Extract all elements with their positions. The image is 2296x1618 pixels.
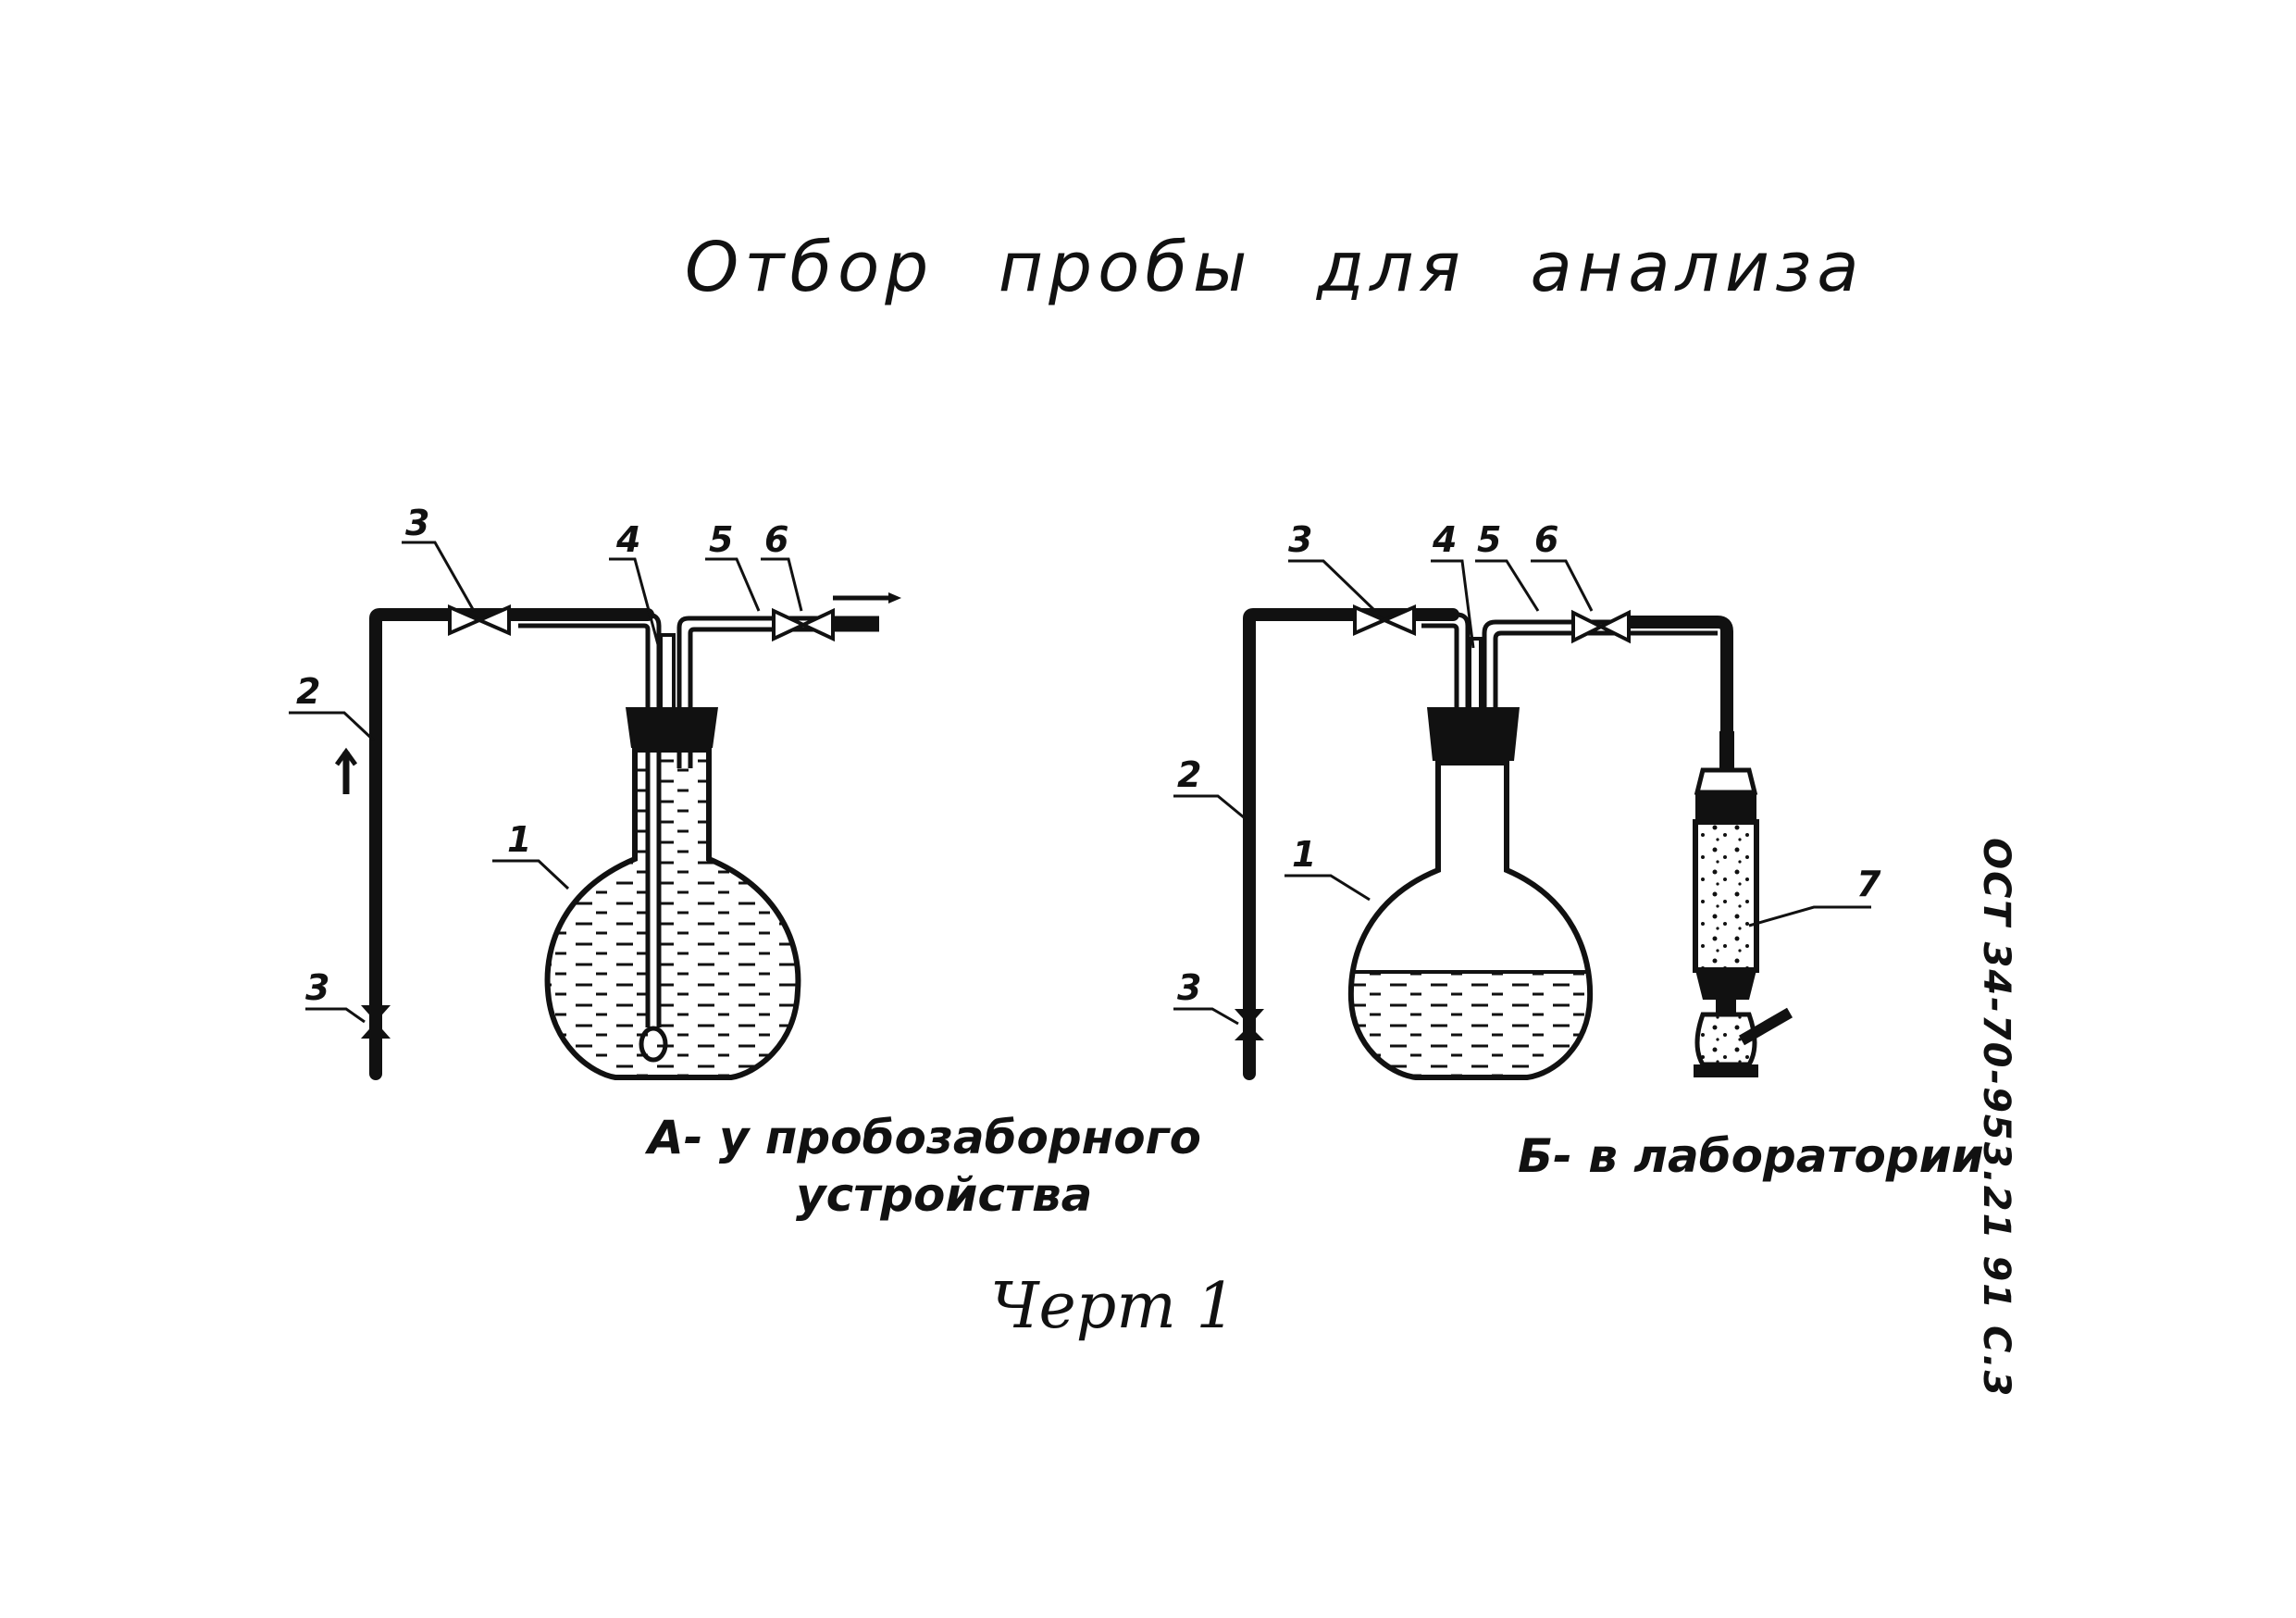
diagram-title: Отбор пробы для анализа (685, 228, 1865, 307)
valve-icon (1235, 1009, 1264, 1040)
callout-3-bottom-b: 3 (1177, 967, 1201, 1008)
valve-icon (448, 604, 511, 637)
flask-a (544, 747, 801, 1080)
callout-6-b: 6 (1534, 519, 1558, 560)
apparatus-a: 3 4 5 6 2 1 3 (289, 503, 901, 1080)
callout-1-b: 1 (1292, 834, 1316, 875)
stopper (626, 707, 718, 748)
document-code: ОСТ 34-70-953.21 91 С.3 (1975, 838, 2017, 1399)
valve-icon (1571, 609, 1631, 644)
apparatus-b: 3 4 5 6 2 1 3 7 (1173, 519, 1881, 1080)
callout-5-b: 5 (1477, 519, 1501, 560)
callout-3-bottom-a: 3 (305, 967, 329, 1008)
callout-2-a: 2 (296, 671, 320, 712)
callout-leaders (1173, 559, 1871, 1026)
callout-leaders (289, 541, 803, 1024)
valve-icon (361, 1005, 391, 1039)
callout-2-b: 2 (1177, 754, 1201, 795)
callout-1-a: 1 (507, 819, 531, 860)
callout-6-a: 6 (764, 519, 788, 560)
callout-5-a: 5 (709, 519, 733, 560)
caption-b: Б- в лаборатории (1518, 1129, 1984, 1183)
valve-icon (772, 607, 835, 642)
callout-3-top-b: 3 (1288, 519, 1312, 560)
callout-4-a: 4 (615, 519, 640, 560)
figure-label: Черт 1 (990, 1270, 1236, 1343)
sample-pipe (1243, 608, 1459, 1080)
stopper (1427, 707, 1520, 761)
absorber-tube (1693, 731, 1793, 1077)
sample-pipe (369, 608, 654, 1080)
callout-4-b: 4 (1432, 519, 1457, 560)
caption-a-line2: устройства (796, 1168, 1093, 1222)
valve-icon (1353, 604, 1416, 637)
callout-3-top-a: 3 (405, 503, 429, 543)
callout-7-b: 7 (1856, 864, 1881, 904)
caption-a-line1: А- у пробозаборного (648, 1111, 1202, 1164)
